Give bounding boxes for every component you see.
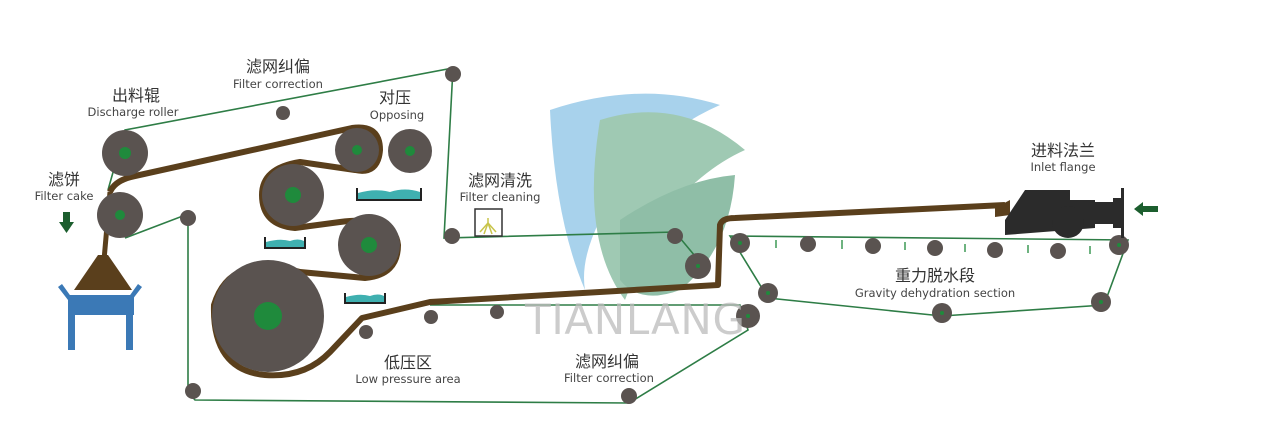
discharge-bin (58, 284, 142, 350)
label-zh: 滤网清洗 (468, 171, 532, 190)
feed-arrow-icon (1134, 202, 1158, 216)
watermark-text: TIANLANG (524, 295, 745, 344)
label-en: Filter cake (35, 189, 94, 203)
label-zh: 低压区 (384, 353, 432, 372)
label-zh: 滤饼 (48, 170, 80, 189)
label-zh: 进料法兰 (1031, 141, 1095, 160)
label-en: Filter cleaning (460, 190, 541, 204)
roller-hubs (115, 145, 1121, 330)
inlet-flange (1005, 188, 1124, 238)
label-zh: 对压 (379, 88, 411, 107)
label-en: Discharge roller (88, 105, 179, 119)
label-en: Opposing (370, 108, 424, 122)
label-en: Gravity dehydration section (855, 286, 1015, 300)
water-trays (264, 188, 422, 304)
drip-arrows (775, 240, 1091, 254)
cake-chute (74, 255, 132, 290)
label-zh: 重力脱水段 (895, 266, 975, 285)
labels: 出料辊 Discharge roller 滤网纠偏 Filter correct… (35, 57, 1096, 386)
label-en: Inlet flange (1030, 160, 1095, 174)
inlet-feed (995, 200, 1010, 217)
label-en: Low pressure area (355, 372, 460, 386)
filter-cleaning-spray-icon (474, 208, 503, 237)
label-en: Filter correction (233, 77, 323, 91)
label-zh: 滤网纠偏 (575, 352, 639, 371)
label-zh: 出料辊 (112, 86, 160, 105)
cake-down-arrow-icon (59, 212, 74, 233)
label-en: Filter correction (564, 371, 654, 385)
label-zh: 滤网纠偏 (246, 57, 310, 76)
